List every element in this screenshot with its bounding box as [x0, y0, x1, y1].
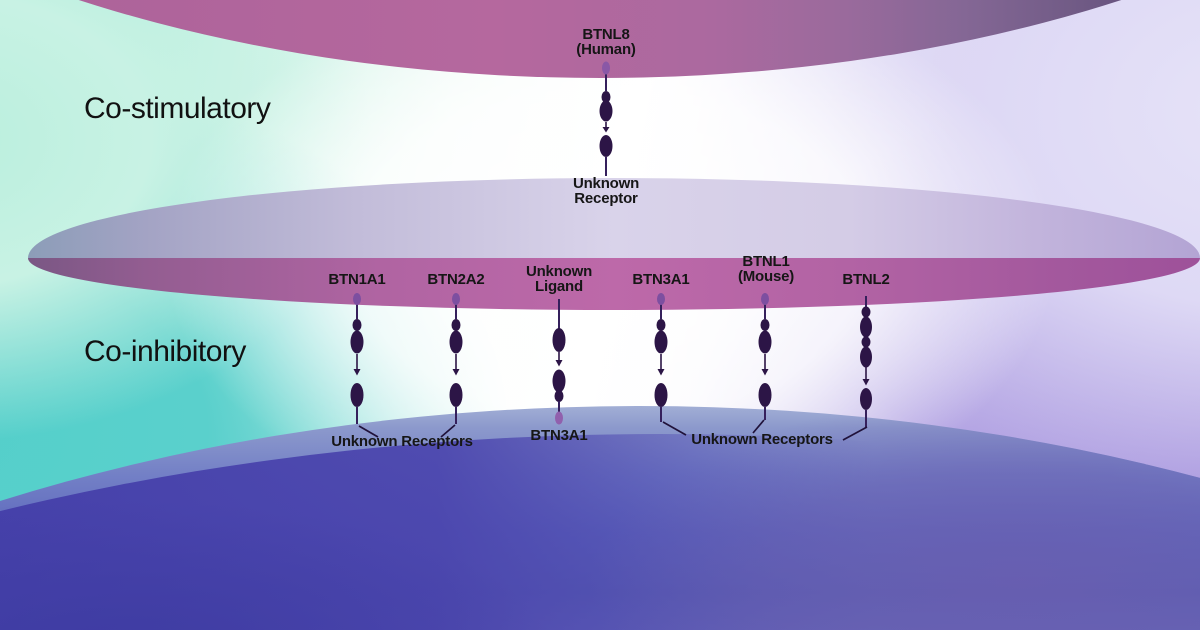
- label-btn3a1-mid: BTN3A1: [632, 271, 690, 288]
- arrow-down-icon: [452, 369, 460, 376]
- arrow-down-icon: [862, 379, 870, 386]
- label-btnl8: BTNL8 (Human): [576, 26, 636, 58]
- btn1a1-membrane-anchor: [353, 293, 361, 305]
- bottom-cell-shading: [0, 406, 1200, 630]
- arrow-down-icon: [353, 369, 361, 376]
- btnl8-unknown-receptor-domain: [599, 135, 613, 157]
- btnl8-molecule: [599, 61, 613, 176]
- middle-upper-membrane: [28, 178, 1200, 258]
- pointer-line: [440, 424, 456, 438]
- btn3a1-receptor-domain: [552, 369, 566, 393]
- btn2a2-receptor-domain: [449, 383, 463, 407]
- btn3a1-mid-membrane-anchor: [657, 293, 665, 305]
- unknown-ligand-molecule: [552, 299, 566, 425]
- top-cell-membrane: [79, 0, 1121, 78]
- pointer-line: [842, 426, 868, 441]
- section-label-co-stimulatory: Co-stimulatory: [84, 92, 271, 125]
- btn1a1-receptor-domain: [350, 383, 364, 407]
- btn3a1-membrane-anchor: [555, 411, 563, 425]
- label-btn3a1-bottom: BTN3A1: [530, 427, 588, 444]
- label-unknown-receptors-left: Unknown Receptors: [331, 433, 473, 450]
- arrow-down-icon: [761, 369, 769, 376]
- label-unknown-receptors-right: Unknown Receptors: [691, 431, 833, 448]
- label-btn1a1: BTN1A1: [328, 271, 386, 288]
- btnl1-molecule: [752, 293, 772, 434]
- pointer-line: [662, 421, 687, 436]
- btn1a1-molecule: [350, 293, 379, 438]
- btn2a2-membrane-anchor: [452, 293, 460, 305]
- label-btnl8-species: (Human): [576, 41, 636, 58]
- pointer-line: [752, 419, 765, 434]
- unknown-ligand-domain: [552, 328, 566, 352]
- section-label-co-inhibitory: Co-inhibitory: [84, 335, 246, 368]
- btnl2-molecule: [842, 296, 872, 441]
- label-btnl2: BTNL2: [842, 271, 890, 288]
- btnl1-membrane-anchor: [761, 293, 769, 305]
- btn3a1-unknown-receptor-domain: [654, 383, 668, 407]
- middle-lower-membrane: [28, 258, 1200, 310]
- label-unknown-receptor-top: Unknown Receptor: [572, 175, 640, 207]
- btnl1-receptor-domain: [758, 383, 772, 407]
- label-btnl8-name: BTNL8: [582, 26, 630, 43]
- arrow-down-icon: [602, 127, 610, 133]
- label-btnl1-species: (Mouse): [737, 268, 795, 285]
- label-unknown-ligand: Unknown Ligand: [525, 263, 593, 295]
- btn3a1-molecule: [654, 293, 687, 436]
- label-btnl1-name: BTNL1: [742, 253, 790, 270]
- label-btn2a2: BTN2A2: [427, 271, 485, 288]
- label-btnl1: BTNL1 (Mouse): [738, 254, 794, 284]
- btnl8-membrane-anchor: [602, 61, 610, 75]
- pointer-line: [358, 425, 379, 438]
- btnl2-receptor-domain: [860, 388, 872, 410]
- arrow-down-icon: [657, 369, 665, 376]
- btn2a2-molecule: [440, 293, 463, 438]
- arrow-down-icon: [555, 360, 563, 367]
